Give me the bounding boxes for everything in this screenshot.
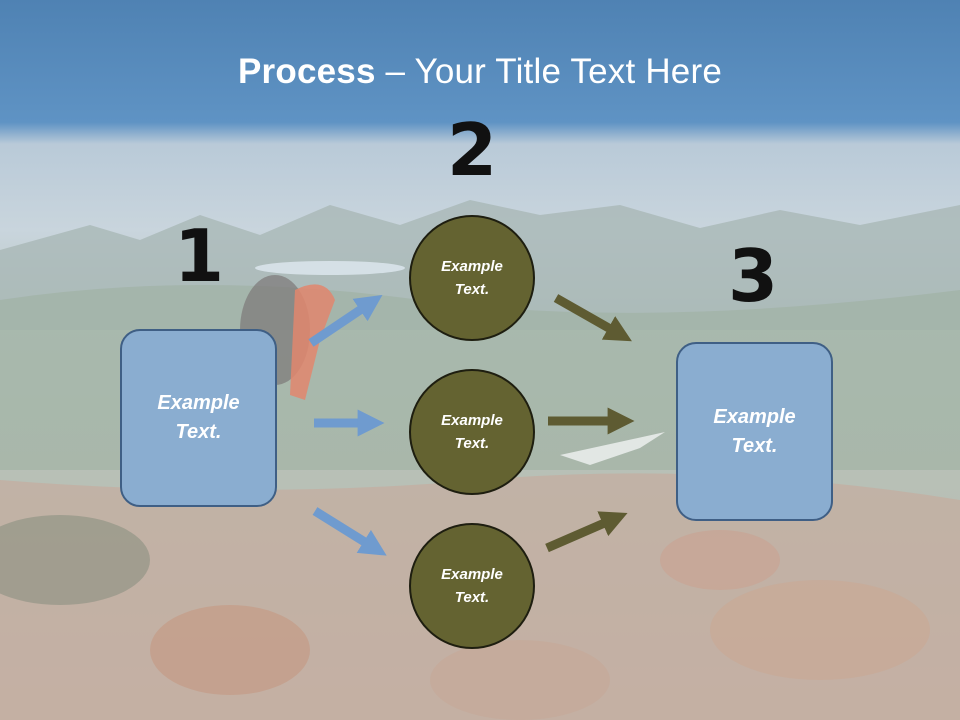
right-box-text: Example Text. [713, 405, 796, 457]
step-number-1: 1 [173, 214, 225, 298]
circle-bottom[interactable]: Example Text. [409, 523, 535, 649]
step-number-3: 3 [727, 234, 779, 318]
title-bold: Process [238, 52, 376, 91]
rock [0, 515, 150, 605]
circle-top[interactable]: Example Text. [409, 215, 535, 341]
rock [150, 605, 310, 695]
snow-patch [560, 432, 665, 465]
circle-middle-text: Example Text. [441, 412, 503, 452]
step-number-2: 2 [446, 108, 498, 192]
lake [255, 261, 405, 275]
slide-title: Process – Your Title Text Here [0, 52, 960, 92]
circle-bottom-text: Example Text. [441, 566, 503, 606]
rock [660, 530, 780, 590]
rock [430, 640, 610, 720]
circle-top-text: Example Text. [441, 258, 503, 298]
left-box[interactable]: Example Text. [120, 329, 277, 507]
right-box[interactable]: Example Text. [676, 342, 833, 521]
rock [710, 580, 930, 680]
title-rest: – Your Title Text Here [375, 52, 722, 91]
left-box-text: Example Text. [157, 392, 240, 443]
circle-middle[interactable]: Example Text. [409, 369, 535, 495]
